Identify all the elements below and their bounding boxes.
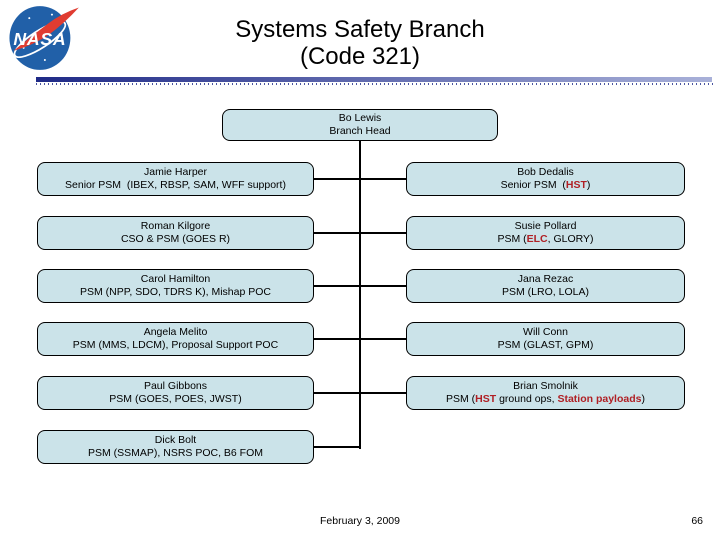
person-role: PSM (ELC, GLORY) xyxy=(497,233,594,245)
person-role: PSM (LRO, LOLA) xyxy=(502,286,589,298)
person-role: Senior PSM (HST) xyxy=(500,179,591,191)
person-role: PSM (HST ground ops, Station payloads) xyxy=(446,393,645,405)
person-name: Jamie Harper xyxy=(143,166,208,178)
person-name: Bo Lewis xyxy=(338,112,382,124)
person-role: PSM (GOES, POES, JWST) xyxy=(109,393,242,405)
person-role: PSM (SSMAP), NSRS POC, B6 FOM xyxy=(87,447,264,459)
slide-title: Systems Safety Branch (Code 321) xyxy=(0,16,720,70)
slide-title-line2: (Code 321) xyxy=(299,43,421,70)
person-role: PSM (NPP, SDO, TDRS K), Mishap POC xyxy=(80,286,271,298)
person-role: PSM (GLAST, GPM) xyxy=(497,339,594,351)
connector-line xyxy=(359,141,361,449)
person-name: Will Conn xyxy=(523,326,568,338)
person-role: CSO & PSM (GOES R) xyxy=(120,233,231,245)
slide-title-line1: Systems Safety Branch xyxy=(235,16,485,43)
highlight-text: HST xyxy=(565,179,587,191)
person-name: Susie Pollard xyxy=(514,220,577,232)
page-number: 66 xyxy=(691,515,703,527)
person-role: PSM (MMS, LDCM), Proposal Support POC xyxy=(72,339,279,351)
connector-line xyxy=(314,178,406,180)
person-name: Bob Dedalis xyxy=(517,166,574,178)
divider-bar xyxy=(36,77,712,82)
svg-text:NASA: NASA xyxy=(13,29,66,49)
connector-line xyxy=(314,232,406,234)
person-name: Roman Kilgore xyxy=(140,220,211,232)
person-role: Senior PSM (IBEX, RBSP, SAM, WFF support… xyxy=(65,179,286,191)
nasa-logo-icon: NASA xyxy=(9,6,79,70)
person-name: Brian Smolnik xyxy=(513,380,578,392)
connector-line xyxy=(314,338,406,340)
connector-line xyxy=(314,446,361,448)
highlight-text: Station payloads xyxy=(557,393,642,405)
footer-date: February 3, 2009 xyxy=(320,515,400,527)
person-name: Jana Rezac xyxy=(517,273,574,285)
divider-bar-dots xyxy=(36,83,716,85)
connector-line xyxy=(314,392,406,394)
connector-line xyxy=(314,285,406,287)
person-name: Paul Gibbons xyxy=(143,380,208,392)
person-role: Branch Head xyxy=(329,125,391,137)
highlight-text: ELC xyxy=(526,233,548,245)
person-name: Angela Melito xyxy=(143,326,208,338)
person-name: Carol Hamilton xyxy=(140,273,211,285)
highlight-text: HST xyxy=(475,393,497,405)
person-name: Dick Bolt xyxy=(154,434,197,446)
